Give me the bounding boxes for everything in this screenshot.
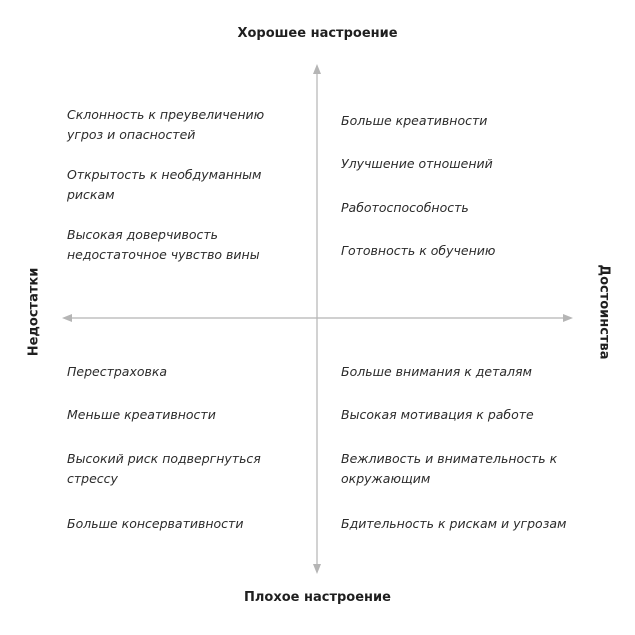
bottom-right-item: Высокая мотивация к работе: [341, 407, 534, 422]
arrow-left-icon: [62, 314, 72, 322]
top-left-item: Открытость к необдуманным рискам: [67, 167, 262, 202]
bottom-left-item: Меньше креативности: [67, 407, 216, 422]
bottom-right-item: Вежливость и внимательность к окружающим: [341, 451, 558, 486]
arrow-up-icon: [313, 64, 321, 74]
bottom-left-item: Больше консервативности: [67, 516, 244, 531]
top-right-item: Работоспособность: [341, 200, 469, 215]
bottom-left-item: Высокий риск подвергнуться стрессу: [67, 451, 261, 486]
top-left-item: Высокая доверчивость недостаточное чувст…: [67, 227, 260, 262]
axis-label-disadvantages: Недостатки: [26, 267, 42, 357]
bottom-right-item: Больше внимания к деталям: [341, 364, 532, 379]
arrow-right-icon: [563, 314, 573, 322]
arrow-down-icon: [313, 564, 321, 574]
axis-label-advantages: Достоинства: [596, 264, 612, 360]
axis-label-good-mood: Хорошее настроение: [237, 26, 398, 41]
top-right-item: Больше креативности: [341, 113, 488, 128]
top-right-item: Готовность к обучению: [341, 243, 496, 258]
bottom-left-item: Перестраховка: [67, 364, 168, 379]
top-right-item: Улучшение отношений: [341, 156, 493, 171]
axis-label-bad-mood: Плохое настроение: [244, 590, 391, 605]
top-left-item: Склонность к преувеличению угроз и опасн…: [67, 107, 265, 142]
bottom-right-item: Бдительность к рискам и угрозам: [341, 516, 567, 531]
